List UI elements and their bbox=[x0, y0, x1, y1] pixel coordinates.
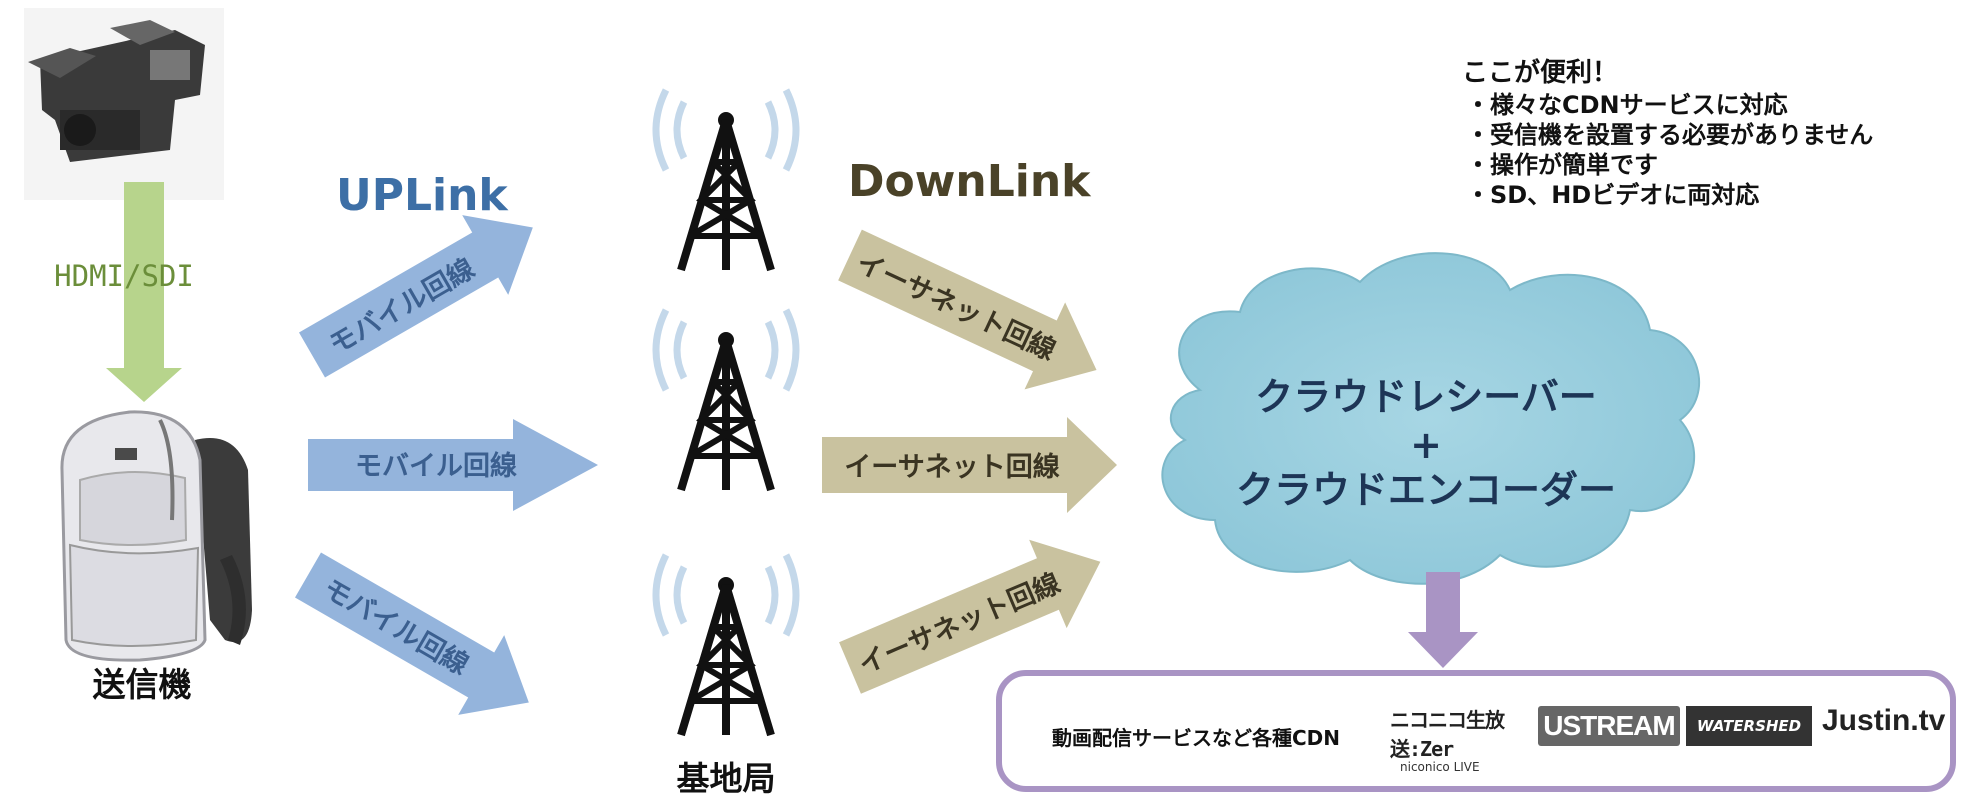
ethernet-arrow-top: イーサネット回線 bbox=[838, 229, 1097, 390]
cell-tower-icon bbox=[652, 308, 800, 492]
ustream-logo: USTREAM bbox=[1538, 706, 1680, 746]
hdmi-sdi-label: HDMI/SDI bbox=[54, 259, 194, 293]
ethernet-line-label-top: イーサネット回線 bbox=[852, 247, 1061, 367]
watershed-logo: WATERSHED bbox=[1686, 706, 1812, 746]
feature-item: ・操作が簡単です bbox=[1466, 151, 1658, 179]
niconico-logo-top: ニコニコ生放送:Zer bbox=[1390, 708, 1505, 761]
mobile-arrow-bottom: モバイル回線 bbox=[295, 552, 529, 715]
uplink-label: UPLink bbox=[336, 170, 509, 221]
niconico-logo: ニコニコ生放送:Zer niconico LIVE bbox=[1390, 704, 1540, 774]
mobile-line-label-bottom: モバイル回線 bbox=[318, 573, 474, 682]
cell-tower-icon bbox=[652, 88, 800, 272]
cdn-label: 動画配信サービスなど各種CDN bbox=[1052, 726, 1341, 750]
ethernet-arrow-middle: イーサネット回線 bbox=[822, 417, 1117, 513]
feature-item: ・受信機を設置する必要がありません bbox=[1466, 121, 1874, 149]
camera-icon bbox=[24, 8, 224, 200]
plus-label: + bbox=[1410, 423, 1442, 467]
downlink-label: DownLink bbox=[848, 156, 1092, 207]
feature-item: ・SD、HDビデオに両対応 bbox=[1466, 181, 1760, 209]
features-panel: ここが便利！ ・様々なCDNサービスに対応 ・受信機を設置する必要がありません … bbox=[1462, 58, 1942, 210]
mobile-arrow-middle: モバイル回線 bbox=[308, 419, 598, 511]
features-title: ここが便利！ bbox=[1462, 58, 1619, 88]
cdn-box: 動画配信サービスなど各種CDN ニコニコ生放送:Zer niconico LIV… bbox=[996, 670, 1956, 792]
hdmi-arrow bbox=[106, 182, 182, 402]
sender-label: 送信機 bbox=[93, 665, 192, 704]
cloud-receiver-label: クラウドレシーバー bbox=[1255, 375, 1597, 419]
cloud-icon: クラウドレシーバー + クラウドエンコーダー bbox=[1161, 252, 1701, 585]
cloud-encoder-label: クラウドエンコーダー bbox=[1236, 468, 1616, 512]
cdn-down-arrow bbox=[1408, 572, 1478, 668]
justin-tv-logo: Justin.tv bbox=[1822, 704, 1946, 737]
cell-tower-icon bbox=[652, 553, 800, 737]
feature-item: ・様々なCDNサービスに対応 bbox=[1466, 91, 1788, 119]
backpack-icon bbox=[60, 410, 252, 662]
ethernet-line-label-middle: イーサネット回線 bbox=[844, 451, 1059, 483]
niconico-logo-bottom: niconico LIVE bbox=[1400, 760, 1480, 774]
mobile-line-label-middle: モバイル回線 bbox=[355, 450, 517, 482]
base-station-label: 基地局 bbox=[677, 759, 776, 798]
